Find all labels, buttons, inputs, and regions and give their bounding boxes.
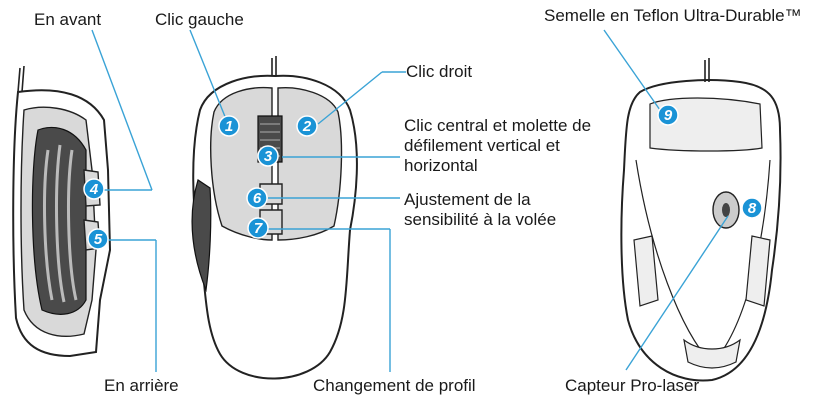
svg-text:6: 6 [253,190,262,207]
label-backward: En arrière [104,376,179,395]
svg-text:7: 7 [254,220,263,237]
label-middle-click: Clic central et molette de défilement ve… [404,116,592,175]
label-sensor: Capteur Pro-laser [565,376,700,395]
badge-9: 9 [657,104,679,126]
badge-1: 1 [218,115,240,137]
leader-lines [91,29,729,372]
label-left-click: Clic gauche [155,10,244,29]
svg-text:1: 1 [225,118,233,135]
svg-text:3: 3 [264,148,273,165]
badge-4: 4 [83,178,105,200]
svg-text:5: 5 [94,231,103,248]
label-sensitivity: Ajustement de la sensibilité à la volée [404,190,557,229]
badge-8: 8 [741,197,763,219]
leader-sensor [625,215,729,371]
leader-forward [91,29,153,191]
svg-text:8: 8 [748,200,757,217]
leader-sole [603,29,661,111]
side-view-mouse [12,65,112,358]
svg-text:9: 9 [664,107,673,124]
badge-7: 7 [247,217,269,239]
label-forward: En avant [34,10,102,29]
badge-6: 6 [246,187,268,209]
label-profile: Changement de profil [313,376,476,395]
badge-3: 3 [257,145,279,167]
badge-2: 2 [296,115,318,137]
label-sole: Semelle en Teflon Ultra-Durable™ [544,6,802,25]
badge-5: 5 [87,228,109,250]
bottom-view-mouse [620,58,782,382]
leader-left-click [189,29,229,125]
svg-text:4: 4 [89,181,99,198]
label-right-click: Clic droit [406,62,473,81]
svg-text:2: 2 [302,118,312,135]
leader-right-click [317,71,383,125]
top-view-mouse [191,56,358,380]
